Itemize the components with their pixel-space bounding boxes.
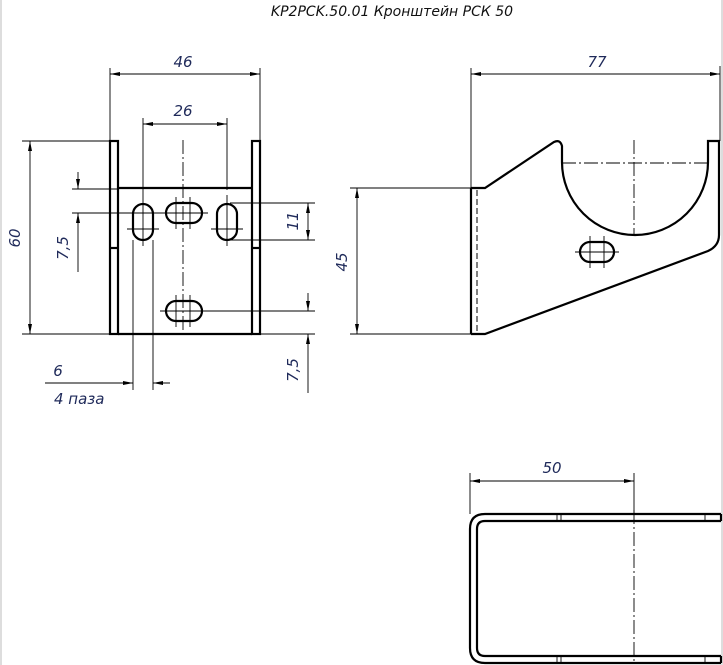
front-view [108,139,315,336]
side-dimensions [350,66,721,335]
dim-50: 50 [542,459,561,477]
dim-77: 77 [587,53,607,71]
dim-46: 46 [173,53,192,71]
dim-60: 60 [6,228,24,247]
drawing-title: KP2PCK.50.01 Кронштейн РСК 50 [271,4,513,20]
top-view [468,510,723,665]
dim-7-5-top: 7,5 [54,236,72,260]
dim-11: 11 [284,211,302,230]
dim-7-5-bottom: 7,5 [284,358,302,382]
top-dimensions [469,473,635,514]
slot-note: 4 паза [54,390,104,408]
dim-45: 45 [333,252,351,271]
dim-26: 26 [173,102,192,120]
side-view [469,139,721,336]
front-dimensions [22,68,315,393]
dim-6: 6 [53,362,63,380]
